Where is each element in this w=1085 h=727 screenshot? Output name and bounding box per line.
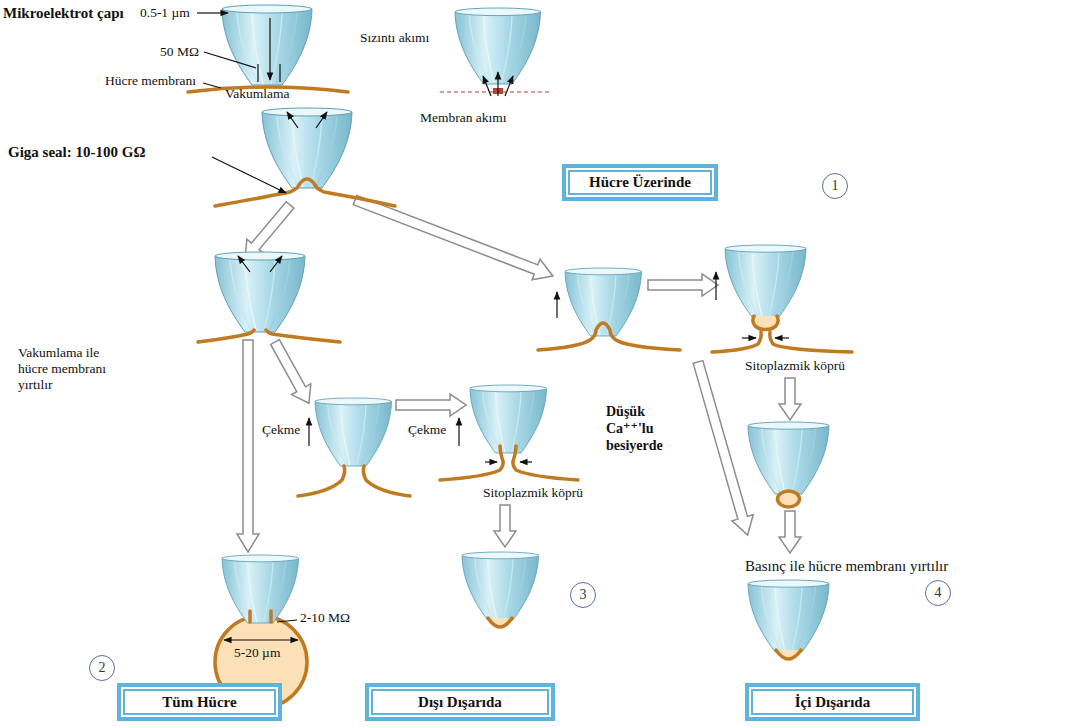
micropipette [462,552,539,620]
flow-arrow [396,394,466,416]
node-text: Dışı Dışarıda [418,694,502,711]
micropipette [565,268,642,336]
diagram-label: Basınç ile hücre membranı yırtılır [745,557,948,575]
cell-membrane [440,446,503,480]
suction-arrow [287,112,298,128]
config-title-box: İçi Dışarıda [745,683,920,721]
micropipette [748,422,829,494]
diagram-label: 2-10 MΩ [300,610,350,626]
config-title-box: Hücre Üzerinde [562,164,718,201]
pull-arrow [556,292,557,318]
cell-membrane [770,332,852,352]
diagram-label: Membran akımı [420,110,507,126]
node-text: 4 [935,585,942,600]
micropipette [222,555,299,623]
leader-line [204,52,256,68]
flow-arrow [494,505,516,547]
config-title-box: Tüm Hücre [117,683,282,721]
diagram-label: Çekme [262,422,300,438]
node-text: 3 [580,587,587,602]
flow-arrow [687,359,758,538]
flow-arrow [779,378,801,420]
suction-arrow [316,112,327,128]
diagram-label: Giga seal: 10-100 GΩ [8,143,145,161]
flow-arrow [779,511,801,553]
leak-arrow [483,76,491,96]
micropipette [748,580,829,652]
callout-number-circle: 2 [89,655,115,681]
membrane-vesicle [753,316,778,330]
pinch-arrow [775,337,789,338]
micropipette [215,252,305,332]
flow-arrow [237,340,259,552]
pinch-arrow [485,461,497,462]
diameter-arrow [269,18,270,80]
diagram-label: Sitoplazmik köprü [483,485,583,501]
micropipette [222,5,312,85]
cell-membrane [198,330,254,342]
cell-membrane [363,466,410,496]
cell-membrane [298,466,345,496]
cell-membrane [513,446,578,480]
leader-line [203,83,221,88]
micropipette [262,108,352,188]
dimension-arrow [224,639,298,640]
node-text: İçi Dışarıda [795,694,870,711]
diagram-label: 50 MΩ [160,44,199,60]
diagram-label: Sızıntı akımı [360,30,429,46]
node-text: Hücre Üzerinde [589,174,691,191]
cell-membrane [712,332,761,352]
flow-arrows [237,190,801,553]
suction-arrow [270,256,282,272]
resistance-mark [257,64,258,82]
flow-arrow [648,274,718,296]
callout-number-circle: 1 [822,173,848,199]
pinch-arrow [520,461,532,462]
pull-arrow [715,272,716,300]
cell-membrane [215,179,395,206]
suction-arrow [238,256,250,272]
pinch-arrow [742,337,756,338]
diagram-label: Hücre membranı [105,73,196,89]
leak-arrow [497,72,498,96]
membrane-patch [776,650,801,659]
micropipette [470,385,547,453]
pull-arrow [458,418,459,446]
leader-line [212,157,286,193]
micropipette [725,245,806,317]
resistance-mark [279,64,280,82]
cell-membrane [269,611,273,622]
membrane-patch [488,618,512,627]
config-title-box: Dışı Dışarıda [365,683,555,721]
cell-membrane [266,330,340,342]
cell-membrane [248,611,252,622]
flow-arrow [265,337,318,409]
micropipette [315,398,392,466]
callout-number-circle: 3 [570,582,596,608]
thin-arrows [197,13,789,640]
pull-arrow [308,418,309,446]
leader-line [277,620,297,622]
node-text: Tüm Hücre [162,694,236,711]
diagram-label: Mikroelektrot çapı [3,4,124,22]
diagram-label: Vakumlama ile hücre membranı yırtılır [18,345,120,394]
diagram-label: Sitoplazmik köprü [745,358,845,374]
membrane-vesicle [778,491,800,507]
leak-arrow [505,76,513,96]
node-text: 2 [99,660,106,675]
diagram-label: Vakumlama [225,86,289,102]
cell-membrane [538,323,680,350]
diagram-label: Çekme [408,422,446,438]
diagram-label: 0.5-1 µm [140,5,190,21]
callout-number-circle: 4 [925,580,951,606]
diagram-label: Düşük Ca⁺⁺'lu besiyerde [606,404,686,454]
leader-line [197,12,228,13]
diagram-label: 5-20 µm [234,645,280,661]
node-text: 1 [832,178,839,193]
